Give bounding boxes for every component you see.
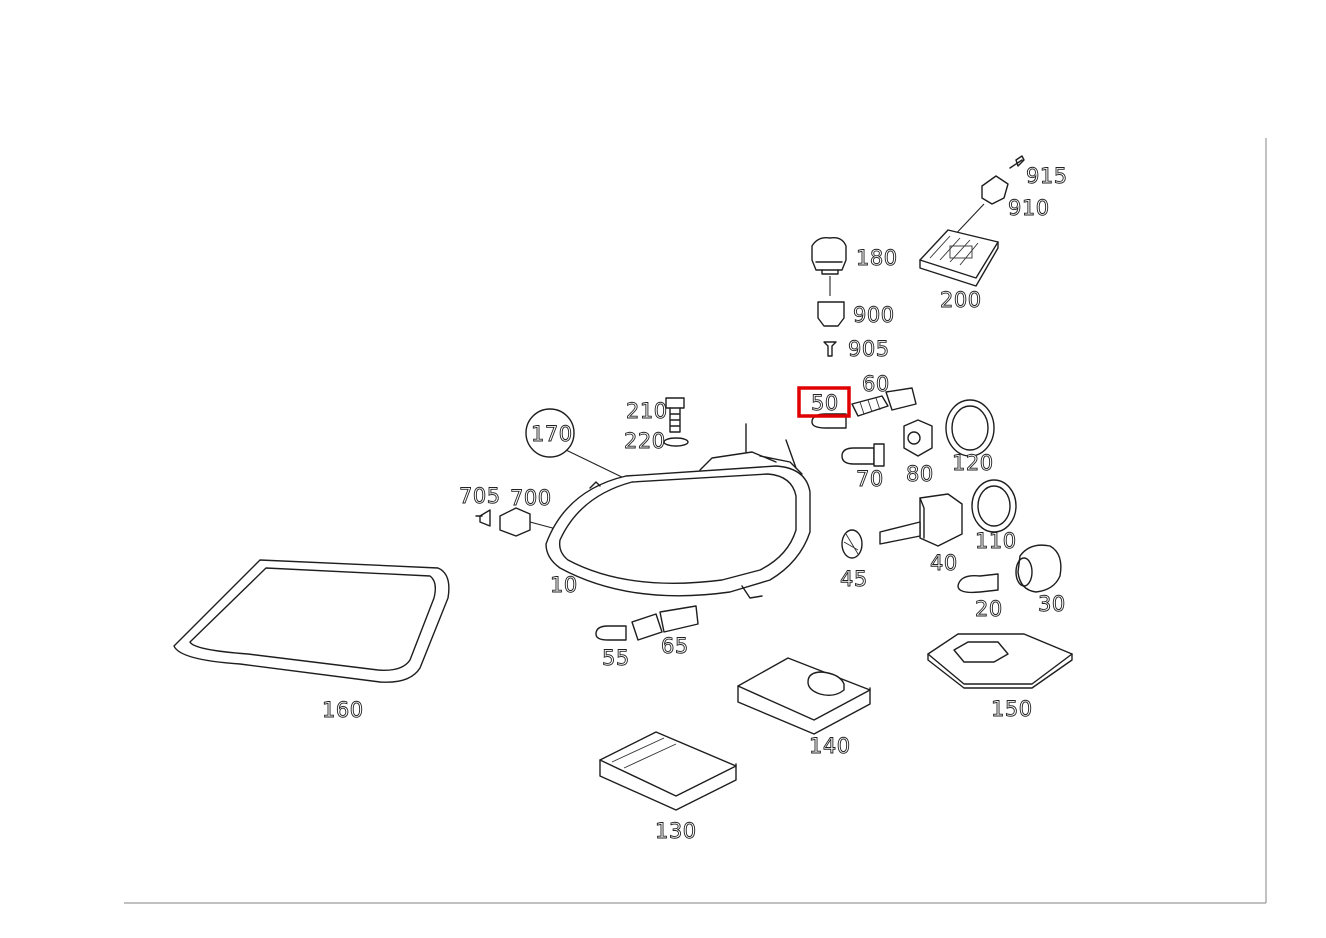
highlight-box-50 bbox=[797, 386, 851, 418]
part-30-socket[interactable] bbox=[1015, 544, 1062, 593]
callout-20[interactable]: 20 bbox=[975, 597, 1003, 622]
callout-915[interactable]: 915 bbox=[1026, 164, 1068, 189]
part-40-xenon-bulb[interactable] bbox=[879, 493, 963, 547]
callout-70[interactable]: 70 bbox=[856, 467, 884, 492]
part-900-connector[interactable] bbox=[817, 301, 845, 327]
callout-700[interactable]: 700 bbox=[510, 486, 552, 511]
callout-55[interactable]: 55 bbox=[602, 646, 630, 671]
part-210-bolt[interactable] bbox=[665, 397, 685, 433]
part-70-bulb[interactable] bbox=[841, 443, 885, 467]
part-130-control-module[interactable] bbox=[599, 731, 737, 811]
callout-160[interactable]: 160 bbox=[322, 698, 364, 723]
callout-65[interactable]: 65 bbox=[661, 634, 689, 659]
callout-900[interactable]: 900 bbox=[853, 303, 895, 328]
callout-220[interactable]: 220 bbox=[624, 429, 666, 454]
part-20-bulb[interactable] bbox=[957, 573, 999, 594]
part-10-headlamp[interactable] bbox=[545, 423, 811, 599]
part-110-cover[interactable] bbox=[971, 479, 1017, 533]
callout-10[interactable]: 10 bbox=[550, 573, 578, 598]
part-80-socket[interactable] bbox=[903, 419, 933, 457]
part-705-bulb[interactable] bbox=[475, 509, 491, 527]
callout-910[interactable]: 910 bbox=[1008, 196, 1050, 221]
callout-200[interactable]: 200 bbox=[940, 288, 982, 313]
callout-circle-170 bbox=[525, 408, 575, 458]
callout-170[interactable]: 170 bbox=[531, 422, 573, 447]
callout-80[interactable]: 80 bbox=[906, 462, 934, 487]
part-220-washer[interactable] bbox=[663, 437, 689, 447]
part-200-control-unit[interactable] bbox=[919, 229, 999, 287]
part-55-bulb[interactable] bbox=[595, 625, 627, 641]
callout-130[interactable]: 130 bbox=[655, 819, 697, 844]
part-915-screw[interactable] bbox=[1009, 155, 1025, 169]
part-45-ring[interactable] bbox=[841, 529, 863, 559]
leader-170 bbox=[565, 449, 629, 481]
part-905-screw[interactable] bbox=[823, 341, 837, 357]
part-150-ballast[interactable] bbox=[927, 633, 1073, 689]
callout-60[interactable]: 60 bbox=[862, 372, 890, 397]
callout-905[interactable]: 905 bbox=[848, 337, 890, 362]
part-140-control-module[interactable] bbox=[737, 657, 871, 735]
callout-45[interactable]: 45 bbox=[840, 567, 868, 592]
callout-705[interactable]: 705 bbox=[459, 484, 501, 509]
part-180-socket[interactable] bbox=[811, 236, 847, 296]
callout-50[interactable]: 50 bbox=[811, 391, 839, 416]
callout-30[interactable]: 30 bbox=[1038, 592, 1066, 617]
callout-150[interactable]: 150 bbox=[991, 697, 1033, 722]
callout-120[interactable]: 120 bbox=[952, 451, 994, 476]
callout-210[interactable]: 210 bbox=[626, 399, 668, 424]
callout-180[interactable]: 180 bbox=[856, 246, 898, 271]
part-120-cover[interactable] bbox=[945, 399, 995, 457]
callout-140[interactable]: 140 bbox=[809, 734, 851, 759]
part-65-socket[interactable] bbox=[631, 605, 699, 641]
part-60-bulb[interactable] bbox=[851, 387, 917, 417]
callout-40[interactable]: 40 bbox=[930, 551, 958, 576]
part-910-connector[interactable] bbox=[981, 175, 1009, 205]
part-160-lens[interactable] bbox=[173, 559, 450, 683]
callout-110[interactable]: 110 bbox=[975, 529, 1017, 554]
